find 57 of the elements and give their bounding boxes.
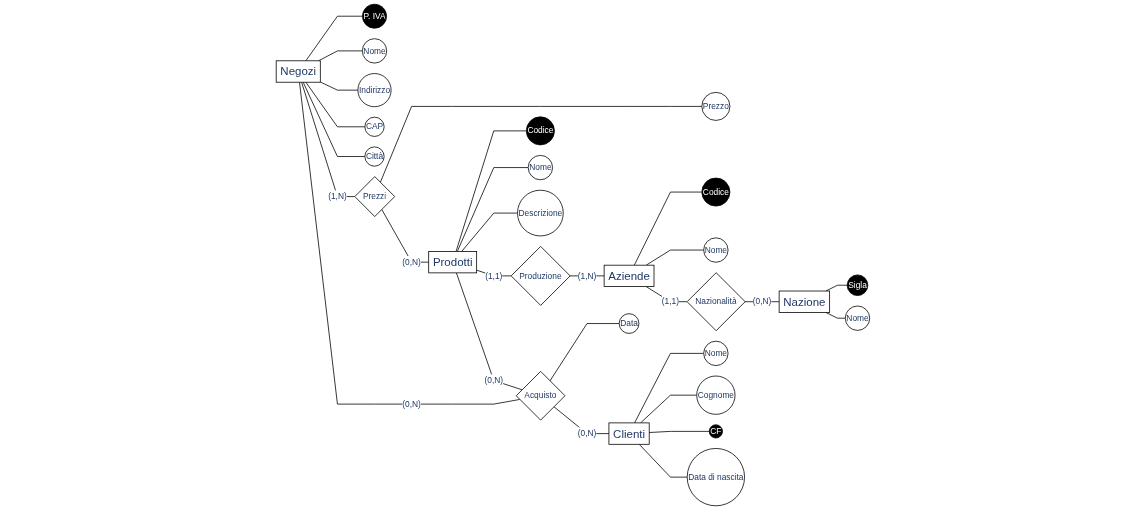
node-circle: Nome xyxy=(844,305,870,331)
node-box: Nazione xyxy=(778,290,830,313)
node-box: Negozi xyxy=(275,60,321,83)
edge-label: (0,N) xyxy=(401,399,421,409)
node-diamond: Prezzi xyxy=(353,176,395,217)
connector xyxy=(298,81,520,405)
edge-label: (0,N) xyxy=(752,297,771,306)
connector xyxy=(825,312,846,319)
connector xyxy=(455,272,522,391)
node-circle: Indirizzo xyxy=(357,73,392,108)
connector xyxy=(456,167,529,252)
node-circle: Cognome xyxy=(695,375,735,415)
edge-label: (0,N) xyxy=(577,428,596,438)
connector xyxy=(305,81,365,128)
connector xyxy=(645,249,704,266)
node-circle: Città xyxy=(364,146,385,167)
connector xyxy=(302,81,365,157)
node-circle: CF xyxy=(708,424,723,439)
connector xyxy=(553,406,609,434)
node-diamond: Nazionalità xyxy=(686,272,746,332)
node-circle: Prezzo xyxy=(701,91,730,121)
connector xyxy=(305,15,363,62)
connector xyxy=(825,284,848,292)
edge-label: (0,N) xyxy=(401,257,421,267)
node-circle: Nome xyxy=(527,155,553,181)
node-diamond: Acquisto xyxy=(515,371,565,421)
connector xyxy=(639,394,697,424)
edge-label: (1,1) xyxy=(484,271,502,281)
connector xyxy=(549,323,620,382)
node-circle: Descrizione xyxy=(516,189,564,237)
node-circle: Nome xyxy=(702,340,728,366)
node-circle: Codice xyxy=(525,116,555,146)
node-box: Aziende xyxy=(603,264,654,287)
node-circle: P. IVA xyxy=(361,3,387,29)
connector xyxy=(648,431,710,433)
node-circle: Nome xyxy=(361,38,387,64)
connector xyxy=(460,212,518,252)
node-circle: Data xyxy=(618,313,639,334)
edge-label: (1,N) xyxy=(327,191,347,201)
connector xyxy=(455,130,527,252)
node-circle: Nome xyxy=(702,237,728,263)
node-circle: Sigla xyxy=(846,274,868,296)
connector xyxy=(633,353,704,424)
connector xyxy=(317,50,363,62)
node-box: Clienti xyxy=(608,422,650,445)
connector xyxy=(319,81,358,91)
edge-label: (1,1) xyxy=(661,297,679,306)
connector xyxy=(638,443,688,478)
node-circle: CAP xyxy=(364,116,385,137)
connector xyxy=(300,81,355,197)
node-circle: Data di nascita xyxy=(686,448,745,507)
node-box: Prodotti xyxy=(427,251,477,274)
connector xyxy=(633,191,702,266)
node-circle: Codice xyxy=(701,177,730,207)
node-diamond: Produzione xyxy=(510,246,571,306)
edge-label: (0,N) xyxy=(484,375,503,385)
edge-label: (1,N) xyxy=(577,271,596,281)
